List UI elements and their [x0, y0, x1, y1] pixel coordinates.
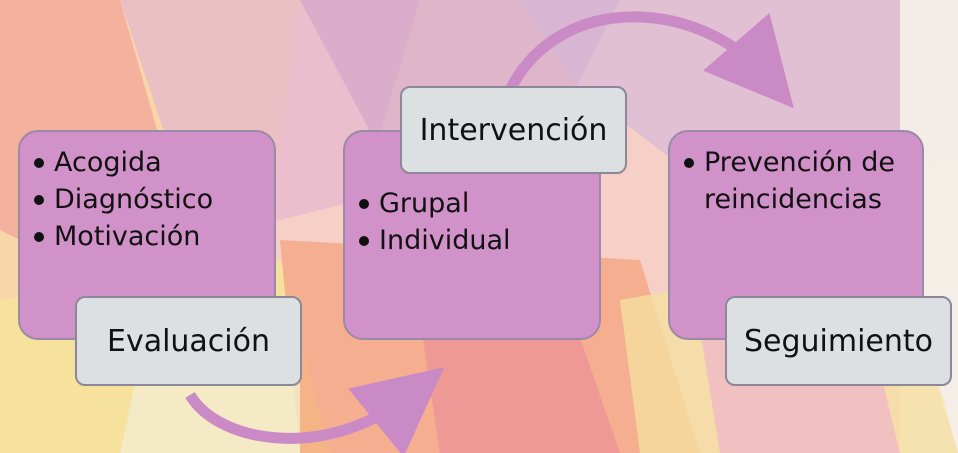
list-item: Motivación [32, 218, 213, 255]
list-item: Diagnóstico [32, 181, 213, 218]
list-item: Acogida [32, 144, 213, 181]
list-item: Individual [357, 222, 511, 259]
stage-seguimiento-label: Seguimiento [725, 296, 952, 386]
stage-intervencion-items: Grupal Individual [357, 185, 511, 259]
stage-intervencion-label: Intervención [400, 86, 627, 174]
stage-evaluacion-items: Acogida Diagnóstico Motivación [32, 144, 213, 255]
list-item: Grupal [357, 185, 511, 222]
stage-evaluacion-label: Evaluación [75, 296, 302, 386]
stage-seguimiento-items: Prevención de reincidencias [682, 144, 902, 218]
list-item: Prevención de reincidencias [682, 144, 902, 218]
